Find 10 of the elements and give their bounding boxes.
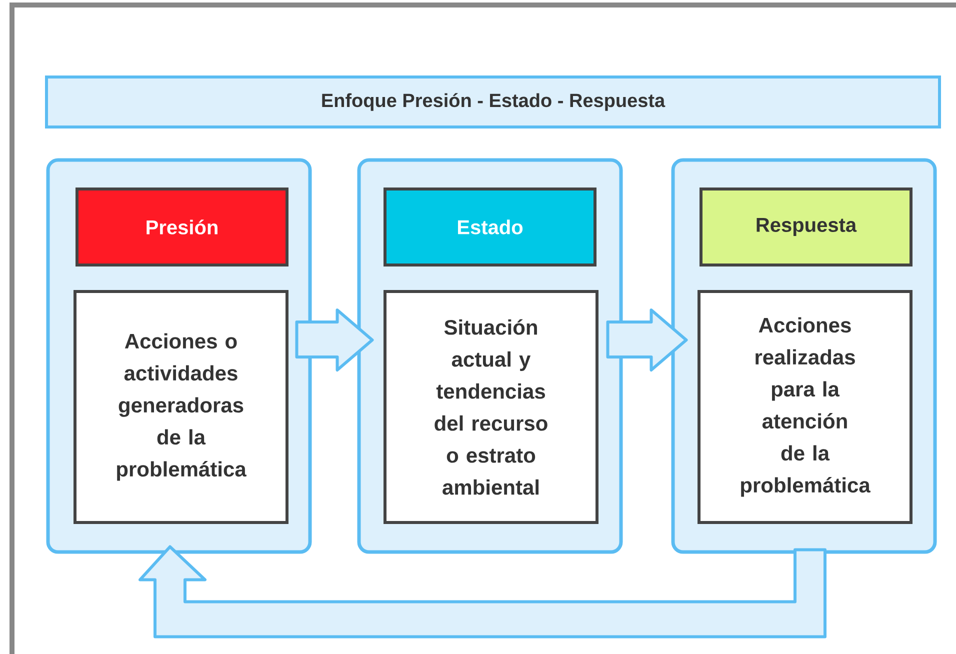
description-box: Situación actual y tendencias del recurso o estrato ambiental <box>384 290 598 524</box>
header-box: Estado <box>384 188 596 266</box>
title-banner: Enfoque Presión - Estado - Respuesta <box>45 76 941 128</box>
description-box: Acciones realizadas para la atención de la problemática <box>698 290 912 524</box>
block-arrow <box>138 545 826 638</box>
block-arrow <box>295 308 374 372</box>
description-box: Acciones o actividades generadoras de la problemática <box>74 290 288 524</box>
header-box: Respuesta <box>700 188 912 266</box>
header-box: Presión <box>76 188 288 266</box>
block-arrow <box>606 308 688 372</box>
